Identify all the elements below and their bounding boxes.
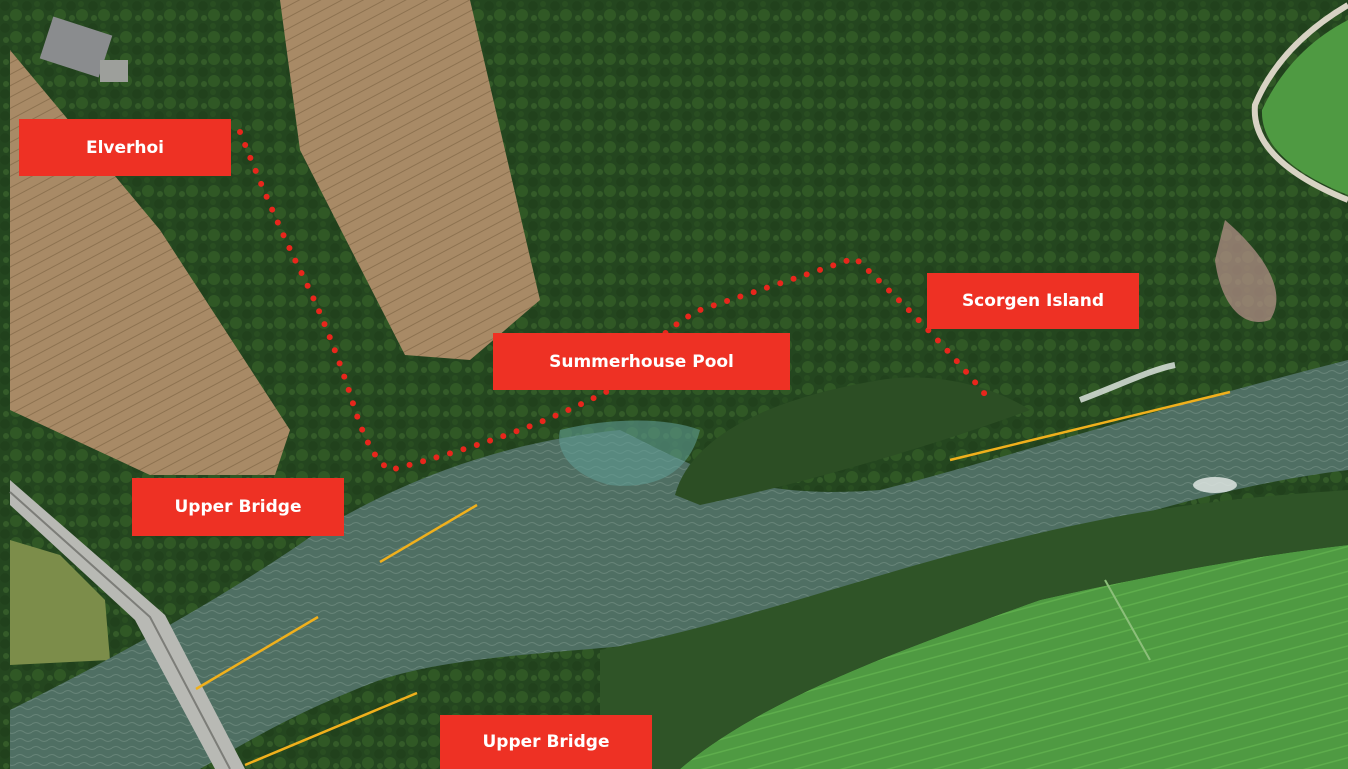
beat-line	[195, 615, 319, 691]
label-summerhouse-pool: Summerhouse Pool	[493, 333, 790, 390]
field-bottom-right	[680, 545, 1348, 769]
pool-turquoise	[559, 420, 700, 486]
label-upper-bridge-top: Upper Bridge	[132, 478, 344, 536]
label-scorgen-island: Scorgen Island	[927, 273, 1139, 329]
field-center	[280, 0, 540, 360]
field-track	[1104, 579, 1151, 661]
island	[675, 377, 1030, 505]
beat-line	[379, 503, 478, 564]
rapids-right	[1193, 477, 1237, 493]
river-texture	[10, 360, 1348, 769]
field-top-right	[1261, 20, 1348, 195]
beat-line	[244, 691, 418, 767]
walking-trail	[237, 129, 995, 474]
farm-building-small	[100, 60, 128, 82]
bridge-rail	[9, 491, 231, 769]
label-upper-bridge-bottom: Upper Bridge	[440, 715, 652, 769]
beat-line	[949, 390, 1231, 462]
farm-building	[39, 16, 113, 78]
rocky-bank	[1215, 220, 1277, 322]
label-elverhoi: Elverhoi	[19, 119, 231, 176]
field-bottom-left	[10, 540, 110, 665]
road-top-right	[1251, 2, 1348, 203]
bridge	[10, 480, 245, 769]
tree-strip-bottom	[600, 490, 1348, 769]
rapids-top	[1078, 362, 1176, 403]
